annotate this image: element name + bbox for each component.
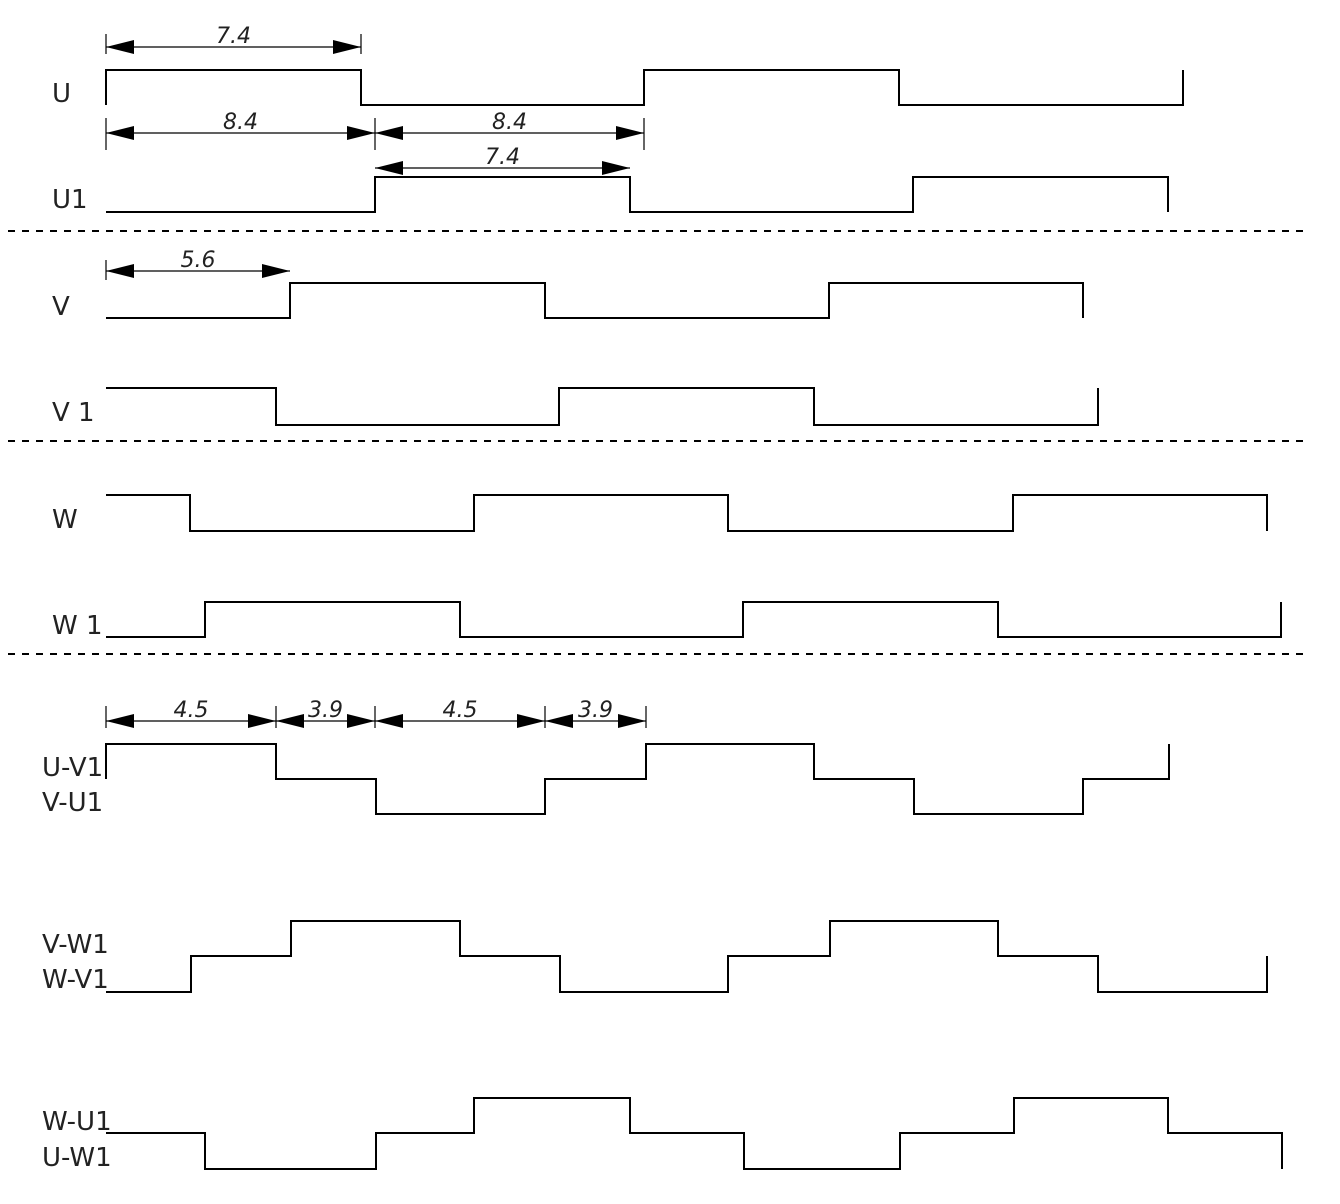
dimension-arrow-left: [106, 40, 134, 54]
waveforms: [105, 69, 1283, 1170]
dim-step-3: 4.5: [375, 698, 545, 728]
dimension-arrow-left: [106, 714, 134, 728]
label-v: V: [52, 292, 70, 322]
dimension-arrow-right: [602, 161, 630, 175]
dim-step-4: 3.9: [545, 698, 646, 728]
dimension-value: 7.4: [216, 24, 251, 49]
waveform-v: [106, 282, 1084, 319]
signal-labels: U U1 V V 1 W W 1 U-V1 V-U1 V-W1 W-V1 W-U…: [42, 79, 112, 1173]
label-v-w1: V-W1: [42, 930, 109, 960]
label-w: W: [52, 505, 78, 535]
dimension-arrow-right: [333, 40, 361, 54]
dimension-arrow-left: [375, 161, 403, 175]
dimension-value: 4.5: [443, 698, 478, 723]
waveform-w1: [106, 601, 1282, 638]
waveform-w-u1: [106, 1097, 1283, 1170]
label-u1: U1: [52, 185, 88, 215]
dim-v-offset: 5.6: [106, 248, 290, 278]
dimension-arrow-right: [618, 714, 646, 728]
label-u: U: [52, 79, 71, 109]
dimension-arrow-left: [545, 714, 573, 728]
waveform-v-w1: [106, 920, 1268, 993]
dim-u-high: 7.4: [106, 24, 361, 54]
dimension-arrow-right: [262, 264, 290, 278]
dimension-value: 8.4: [492, 110, 527, 135]
dimension-arrow-right: [517, 714, 545, 728]
waveform-u: [105, 69, 1184, 106]
label-w-u1: W-U1: [42, 1107, 112, 1137]
waveform-u1: [106, 176, 1169, 213]
waveform-w: [106, 494, 1268, 532]
label-v1: V 1: [52, 398, 95, 428]
dim-step-2: 3.9: [276, 698, 375, 728]
dimension-arrow-right: [347, 714, 375, 728]
dimensions: 7.4 8.4 8.4 7.4 5.6 4.5 3.9 4.5 3.9: [106, 24, 646, 728]
dim-u1-high: 7.4: [375, 145, 630, 175]
label-v-u1: V-U1: [42, 788, 103, 818]
label-w-v1: W-V1: [42, 965, 109, 995]
dimension-arrow-left: [106, 126, 134, 140]
dimension-value: 3.9: [578, 698, 613, 723]
dimension-arrow-left: [375, 126, 403, 140]
dimension-extension-lines: [105, 34, 647, 728]
dimension-arrow-left: [375, 714, 403, 728]
label-w1: W 1: [52, 611, 103, 641]
dim-u-low: 8.4: [375, 110, 644, 140]
dimension-arrow-right: [248, 714, 276, 728]
dimension-arrow-right: [616, 126, 644, 140]
dimension-value: 4.5: [174, 698, 209, 723]
label-u-v1: U-V1: [42, 753, 103, 783]
dimension-arrow-left: [276, 714, 304, 728]
group-separators: [8, 230, 1305, 655]
dim-u1-low: 8.4: [106, 110, 375, 140]
dimension-arrow-right: [347, 126, 375, 140]
dimension-value: 5.6: [181, 248, 216, 273]
waveform-u-v1: [105, 743, 1170, 815]
label-u-w1: U-W1: [42, 1143, 112, 1173]
dim-step-1: 4.5: [106, 698, 276, 728]
dimension-value: 8.4: [223, 110, 258, 135]
dimension-value: 3.9: [308, 698, 343, 723]
waveform-v1: [106, 387, 1099, 426]
dimension-value: 7.4: [485, 145, 520, 170]
dimension-arrow-left: [106, 264, 134, 278]
